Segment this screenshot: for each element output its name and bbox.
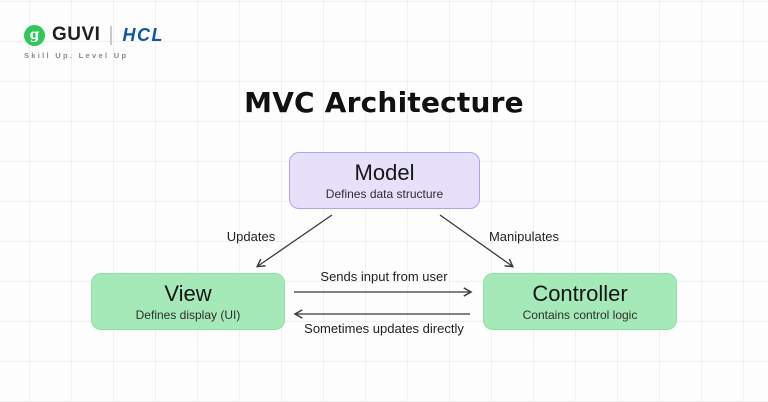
guvi-wordmark: GUVI [52, 24, 101, 45]
node-controller-sublabel: Contains control logic [522, 307, 638, 322]
node-model-sublabel: Defines data structure [325, 186, 444, 201]
logo: g GUVI HCL Skill Up. Level Up [24, 24, 164, 60]
hcl-wordmark: HCL [122, 24, 164, 45]
page-title: MVC Architecture [244, 86, 524, 119]
node-view-label: View [164, 280, 212, 306]
edge-label-updates: Updates [226, 229, 276, 244]
node-controller-label: Controller [532, 280, 628, 306]
node-model-label: Model [354, 159, 415, 185]
node-view: View Defines display (UI) [91, 273, 285, 330]
node-controller: Controller Contains control logic [483, 273, 677, 330]
guvi-mark-glyph: g [29, 27, 40, 43]
guvi-logo-icon: g [24, 24, 45, 46]
edge-label-sometimes-updates: Sometimes updates directly [304, 321, 464, 336]
edge-label-sends-input: Sends input from user [320, 269, 448, 284]
node-model: Model Defines data structure [289, 152, 480, 209]
logo-divider [110, 25, 113, 45]
edge-label-manipulates: Manipulates [488, 229, 560, 244]
logo-tagline: Skill Up. Level Up [24, 51, 129, 60]
node-view-sublabel: Defines display (UI) [135, 307, 241, 322]
